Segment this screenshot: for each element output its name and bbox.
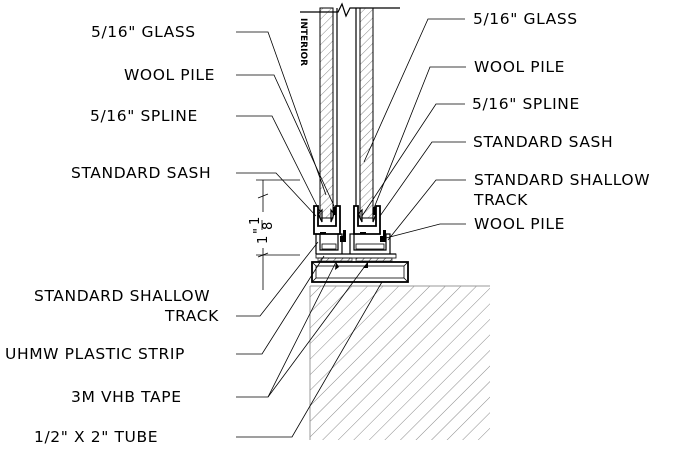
left-glass-label: 5/16" GLASS bbox=[91, 23, 196, 41]
dimension-whole: 1 bbox=[256, 236, 271, 244]
right-glass-panel bbox=[355, 7, 374, 219]
wool-pile bbox=[333, 207, 386, 242]
aluminum-tube bbox=[311, 261, 409, 283]
right-spline-label: 5/16" SPLINE bbox=[472, 95, 580, 113]
shallow-track bbox=[315, 233, 396, 255]
right-wool-pile-lower-label: WOOL PILE bbox=[474, 215, 565, 233]
left-wool-pile-label: WOOL PILE bbox=[124, 66, 215, 84]
tube-label: 1/2" X 2" TUBE bbox=[34, 428, 158, 446]
uhmw-strip-label: UHMW PLASTIC STRIP bbox=[5, 345, 185, 363]
dimension-fraction-numerator: 1 bbox=[248, 217, 263, 225]
vhb-tape-label: 3M VHB TAPE bbox=[71, 388, 182, 406]
dimension-1-1-8: 1 " 1 8 bbox=[248, 179, 300, 290]
right-callouts: 5/16" GLASS WOOL PILE 5/16" SPLINE STAND… bbox=[361, 10, 650, 241]
left-standard-sash-label: STANDARD SASH bbox=[71, 164, 211, 182]
dimension-unit: " bbox=[252, 228, 267, 234]
right-shallow-track-label-1: STANDARD SHALLOW bbox=[474, 171, 650, 189]
break-line bbox=[300, 2, 400, 18]
left-glass-panel bbox=[319, 7, 338, 219]
dimension-fraction-denominator: 8 bbox=[261, 222, 276, 230]
interior-label: INTERIOR bbox=[298, 18, 308, 66]
right-shallow-track-label-2: TRACK bbox=[473, 191, 528, 209]
substrate bbox=[309, 285, 490, 440]
uhmw-plastic-strip bbox=[315, 253, 397, 259]
vhb-tape bbox=[317, 257, 393, 262]
right-wool-pile-label: WOOL PILE bbox=[474, 58, 565, 76]
left-shallow-track-label-1: STANDARD SHALLOW bbox=[34, 287, 210, 305]
left-spline-label: 5/16" SPLINE bbox=[90, 107, 198, 125]
left-shallow-track-label-2: TRACK bbox=[164, 307, 219, 325]
right-glass-label: 5/16" GLASS bbox=[473, 10, 578, 28]
right-standard-sash-label: STANDARD SASH bbox=[473, 133, 613, 151]
left-callouts: 5/16" GLASS WOOL PILE 5/16" SPLINE STAND… bbox=[5, 23, 383, 446]
